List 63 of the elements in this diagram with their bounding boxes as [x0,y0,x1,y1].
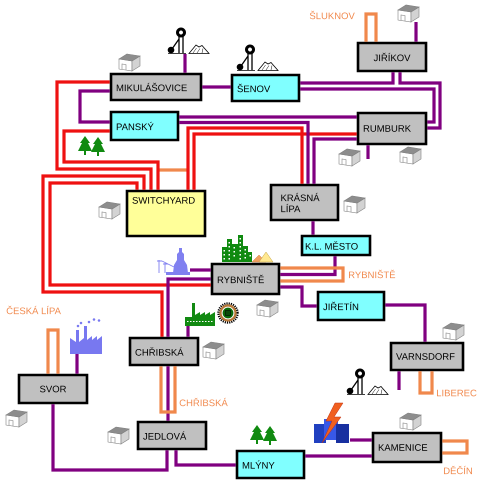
power-line [280,285,317,308]
station-box: SVOR [18,374,88,404]
power-line [311,221,315,235]
edge-label: DĚČÍN [442,464,474,476]
factory-icon [70,318,102,354]
power-line [186,126,304,190]
power-line [350,438,372,442]
power-line [186,326,190,337]
power-line [48,181,211,287]
power-line [366,145,370,159]
edge-label: CHŘIBSKÁ [178,396,229,408]
station-box: CHŘIBSKÁ [128,336,200,366]
power-line [46,328,60,374]
power-line [75,354,79,374]
power-line [398,72,442,130]
station-box: KRÁSNÁ LÍPA [270,184,340,222]
station-box: MLÝNY [236,450,306,480]
station-box: RUMBURK [356,112,428,146]
station-box: ŠENOV [230,74,300,102]
power-line [300,72,395,85]
power-line [300,87,436,124]
power-line [202,85,231,89]
lightning-icon [314,402,349,444]
station-box: JIŘÍKOV [356,42,428,72]
power-line [41,174,164,337]
station-box: PANSKÝ [110,110,180,142]
station-box: MIKULÁŠOVICE [110,72,202,102]
power-line [179,115,357,119]
power-line [280,266,345,283]
factory-icon [185,303,215,326]
station-box: KAMENICE [372,432,442,464]
power-line [166,366,170,421]
station-box: SWITCHYARD [126,190,206,238]
station-box: VARNSDORF [390,342,464,372]
power-line [305,454,372,458]
power-line [174,450,236,467]
power-line [190,268,211,272]
power-line [414,22,418,42]
power-line [364,12,378,42]
power-line [280,256,337,276]
station-box: K.L. MĚSTO [300,234,372,256]
power-line [78,89,110,124]
edge-label: RYBNIŠTĚ [347,268,397,280]
power-line [166,277,211,337]
station-box: JEDLOVÁ [136,420,208,450]
power-line [442,439,469,455]
power-line [51,404,169,472]
power-line [385,303,427,342]
power-line [192,132,357,190]
power-line [179,120,310,184]
power-line [397,371,401,390]
edge-label: ŠLUKNOV [308,10,356,20]
tower-icon [156,248,190,275]
station-box: RYBNIŠTĚ [210,262,280,296]
power-line [312,137,357,184]
power-line [183,54,187,73]
edge-label: ČESKÁ LÍPA [5,304,62,316]
power-line [159,366,177,414]
edge-label: LIBEREC [435,388,478,398]
power-line [62,129,160,190]
station-box: JIŘETÍN [316,290,386,322]
power-line [55,80,153,190]
power-line [418,371,434,395]
